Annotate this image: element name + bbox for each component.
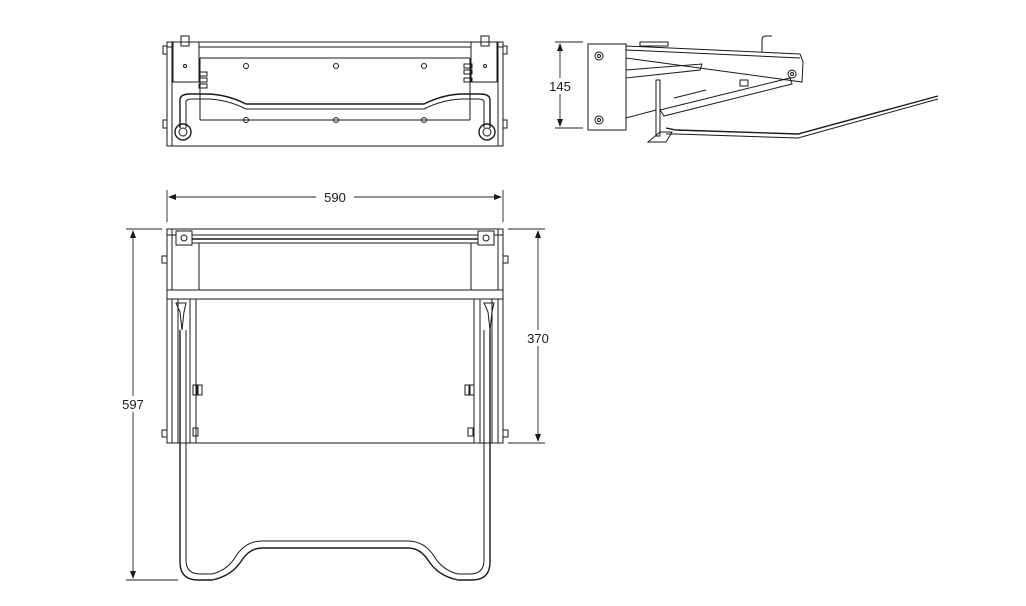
dimension-label-590: 590 bbox=[324, 190, 346, 205]
front-view bbox=[161, 228, 509, 581]
dimension-label-145: 145 bbox=[549, 79, 571, 94]
dimension-label-370: 370 bbox=[527, 331, 549, 346]
dimension-145: 145 bbox=[543, 41, 583, 129]
dimension-590: 590 bbox=[166, 188, 504, 222]
side-view bbox=[587, 35, 939, 143]
dimension-370: 370 bbox=[508, 228, 555, 444]
dimension-label-597: 597 bbox=[122, 397, 144, 412]
dimension-597: 597 bbox=[116, 228, 178, 581]
top-view bbox=[162, 35, 508, 147]
